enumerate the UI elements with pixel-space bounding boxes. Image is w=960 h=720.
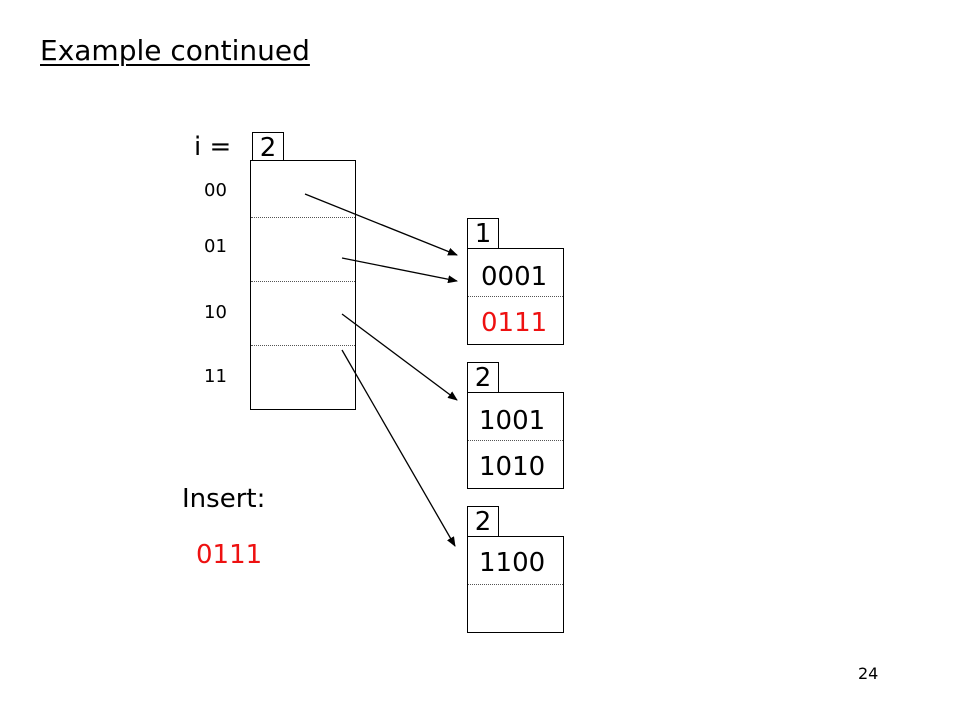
bucket-2 (467, 392, 564, 489)
bucket-1-local-depth: 1 (474, 219, 492, 249)
page-number: 24 (858, 664, 879, 683)
directory-label-00: 00 (204, 180, 227, 201)
bucket-3-depth-box: 2 (467, 506, 499, 537)
directory-divider (251, 217, 355, 218)
bucket-1 (467, 248, 564, 345)
arrow-01-to-bucket-1 (341, 257, 458, 284)
directory-divider (251, 281, 355, 282)
slide-title: Example continued (40, 34, 310, 67)
arrow-10-to-bucket-2 (341, 313, 458, 401)
bucket-1-key-1: 0001 (481, 262, 548, 292)
insert-label: Insert: (182, 484, 266, 514)
bucket-3-key-1: 1100 (479, 548, 546, 578)
bucket-2-key-1: 1001 (479, 406, 546, 436)
global-depth-box: 2 (252, 132, 284, 163)
arrow-11-to-bucket-3 (341, 349, 456, 547)
insert-key: 0111 (196, 540, 263, 570)
directory-label-11: 11 (204, 366, 227, 387)
directory-label-01: 01 (204, 236, 227, 257)
bucket-2-key-2: 1010 (479, 452, 546, 482)
bucket-3-local-depth: 2 (474, 507, 492, 537)
bucket-2-depth-box: 2 (467, 362, 499, 393)
bucket-divider (468, 584, 563, 585)
bucket-divider (468, 440, 563, 441)
global-depth-value: 2 (259, 133, 277, 163)
directory-label-10: 10 (204, 302, 227, 323)
i-label: i = (194, 132, 232, 162)
arrow-00-to-bucket-1 (304, 193, 458, 256)
bucket-3 (467, 536, 564, 633)
bucket-1-depth-box: 1 (467, 218, 499, 249)
bucket-1-key-2: 0111 (481, 308, 548, 338)
directory-divider (251, 345, 355, 346)
bucket-divider (468, 296, 563, 297)
bucket-2-local-depth: 2 (474, 363, 492, 393)
directory-box (250, 160, 356, 410)
